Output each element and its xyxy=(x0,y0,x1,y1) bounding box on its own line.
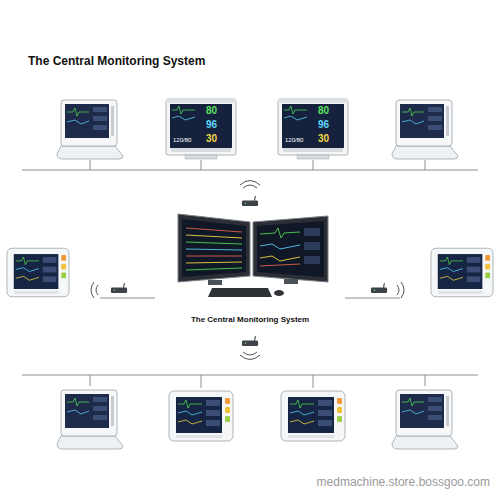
vital-value: 80 xyxy=(318,105,329,116)
system-caption: The Central Monitoring System xyxy=(191,316,309,325)
vital-value: 96 xyxy=(206,119,217,130)
vital-value: 80 xyxy=(206,105,217,116)
watermark: medmachine.store.bossgoo.com xyxy=(317,476,490,489)
vital-value: 96 xyxy=(318,119,329,130)
blood-pressure: 120/80 xyxy=(173,137,191,144)
blood-pressure: 120/80 xyxy=(285,137,303,144)
vital-value: 30 xyxy=(318,133,329,144)
page-title: The Central Monitoring System xyxy=(28,55,205,68)
vital-value: 30 xyxy=(206,133,217,144)
